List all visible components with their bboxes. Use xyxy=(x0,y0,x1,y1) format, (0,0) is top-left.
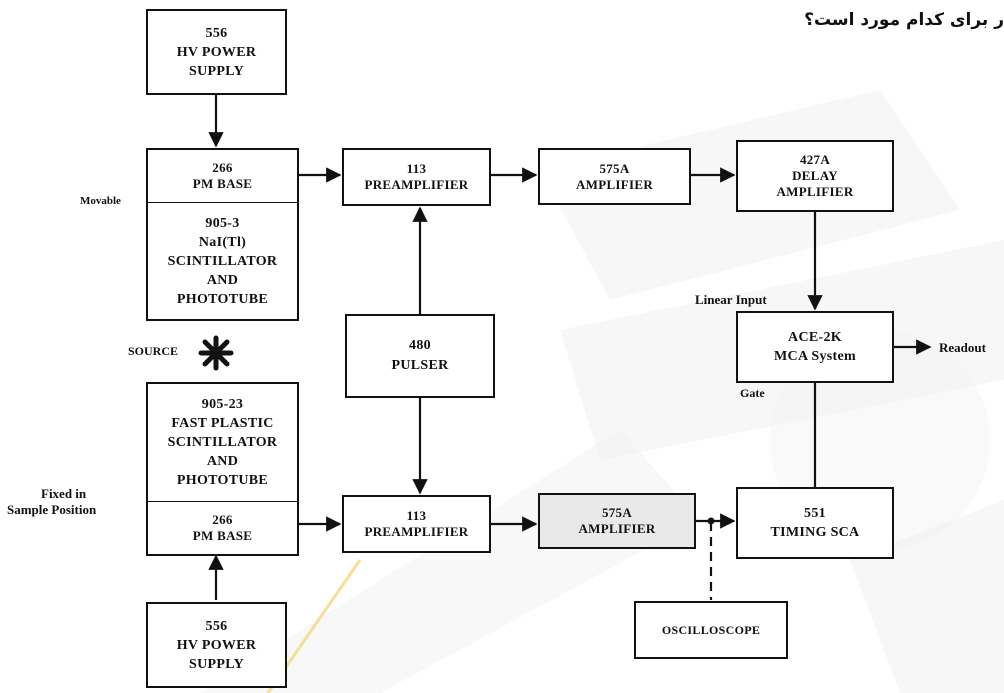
nai-scintillator: 905-3 NaI(Tl) SCINTILLATOR AND PHOTOTUBE xyxy=(148,203,297,319)
linear-input-label: Linear Input xyxy=(695,292,767,307)
preamp-top-name: PREAMPLIFIER xyxy=(364,177,469,192)
movable-label: Movable xyxy=(80,195,121,207)
divider xyxy=(148,202,297,203)
source-star-icon xyxy=(198,335,234,371)
delay-line2: DELAY xyxy=(792,168,838,183)
gate-label: Gate xyxy=(740,386,765,400)
preamplifier-bottom: 113 PREAMPLIFIER xyxy=(342,495,491,553)
mca-model: ACE-2K xyxy=(788,330,842,345)
pm-base-top: 266 PM BASE xyxy=(148,150,297,202)
hv-power-supply-bottom: 556 HV POWER SUPPLY xyxy=(146,602,287,688)
nai-model: 905-3 xyxy=(205,215,240,231)
detector-bottom: 905-23 FAST PLASTIC SCINTILLATOR AND PHO… xyxy=(146,382,299,556)
delay-model: 427A xyxy=(799,152,831,167)
plastic-line2: FAST PLASTIC xyxy=(171,416,274,431)
nai-line5: PHOTOTUBE xyxy=(176,291,269,307)
hv-top-model: 556 xyxy=(205,25,228,41)
pulser-model: 480 xyxy=(409,338,431,353)
pm-top-name: PM BASE xyxy=(192,176,253,191)
pm-base-bottom: 266 PM BASE xyxy=(148,502,297,554)
delay-amplifier: 427A DELAY AMPLIFIER xyxy=(736,140,894,212)
hv-bottom-line2: HV POWER xyxy=(176,637,257,653)
sca-name: TIMING SCA xyxy=(770,525,860,540)
hv-top-line2: HV POWER xyxy=(176,44,257,60)
oscilloscope-name: OSCILLOSCOPE xyxy=(661,623,761,637)
pm-bottom-model: 266 xyxy=(212,512,233,527)
mca-name: MCA System xyxy=(774,349,856,364)
hv-power-supply-top: 556 HV POWER SUPPLY xyxy=(146,9,287,95)
question-text-persian: ر برای کدام مورد است؟ xyxy=(804,10,1004,30)
preamp-bottom-name: PREAMPLIFIER xyxy=(364,524,469,539)
readout-label: Readout xyxy=(939,340,986,355)
plastic-line4: AND xyxy=(206,454,239,469)
plastic-line3: SCINTILLATOR xyxy=(167,435,278,450)
hv-bottom-model: 556 xyxy=(205,618,228,634)
fixed-label-line2: Sample Position xyxy=(7,502,97,517)
preamplifier-top: 113 PREAMPLIFIER xyxy=(342,148,491,206)
pm-bottom-name: PM BASE xyxy=(192,528,253,543)
amp-top-model: 575A xyxy=(599,160,630,176)
hv-top-line3: SUPPLY xyxy=(189,63,244,79)
pm-top-model: 266 xyxy=(212,160,233,175)
nai-line3: SCINTILLATOR xyxy=(167,253,278,269)
oscilloscope: OSCILLOSCOPE xyxy=(634,601,788,659)
sca-model: 551 xyxy=(804,506,826,521)
preamp-bottom-model: 113 xyxy=(406,508,427,523)
amp-bottom-name: AMPLIFIER xyxy=(578,521,656,536)
plastic-line5: PHOTOTUBE xyxy=(176,473,269,488)
mca-system: ACE-2K MCA System xyxy=(736,311,894,383)
amplifier-bottom: 575A AMPLIFIER xyxy=(538,493,696,549)
nai-line2: NaI(Tl) xyxy=(198,234,247,250)
pulser: 480 PULSER xyxy=(345,314,495,398)
preamp-top-model: 113 xyxy=(406,161,427,176)
nai-line4: AND xyxy=(206,272,239,288)
amplifier-top: 575A AMPLIFIER xyxy=(538,148,691,205)
divider xyxy=(148,501,297,502)
hv-bottom-line3: SUPPLY xyxy=(189,656,244,672)
fixed-label-line1: Fixed in xyxy=(41,486,87,501)
detector-top: 266 PM BASE 905-3 NaI(Tl) SCINTILLATOR A… xyxy=(146,148,299,321)
amp-bottom-model: 575A xyxy=(601,505,633,520)
pulser-name: PULSER xyxy=(391,358,449,373)
plastic-scintillator: 905-23 FAST PLASTIC SCINTILLATOR AND PHO… xyxy=(148,384,297,501)
timing-sca: 551 TIMING SCA xyxy=(736,487,894,559)
source-label: SOURCE xyxy=(128,344,179,358)
delay-line3: AMPLIFIER xyxy=(776,184,854,199)
amp-top-name: AMPLIFIER xyxy=(575,176,654,192)
plastic-model: 905-23 xyxy=(201,397,244,412)
